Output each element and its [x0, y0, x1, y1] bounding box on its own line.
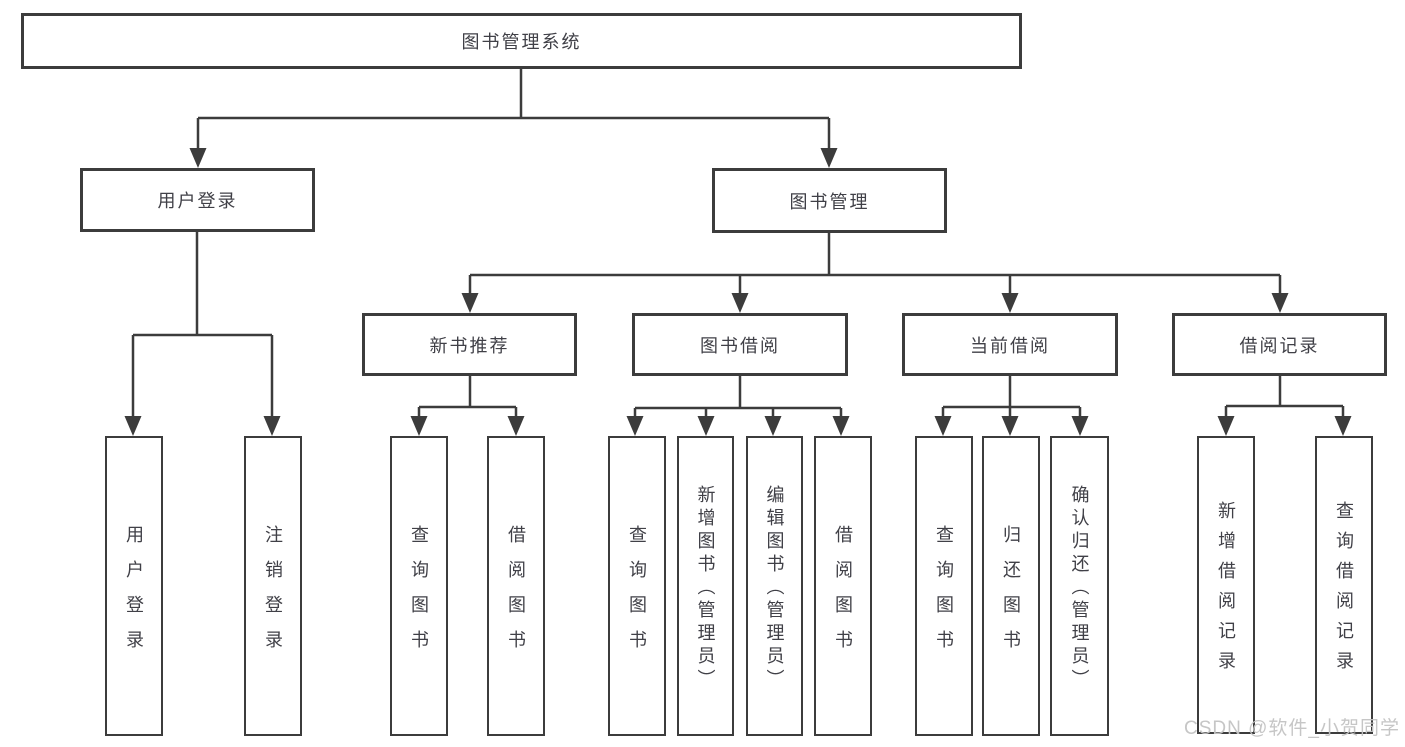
- node-label: 图书借阅: [700, 335, 780, 356]
- node-label: 借阅记录: [1239, 335, 1320, 356]
- node-records-add-record: 新增借阅记录: [1197, 436, 1255, 734]
- node-label: 确认归还（管理员）: [1069, 485, 1090, 692]
- node-borrowing-query-books: 查询图书: [608, 436, 666, 736]
- node-borrowing-edit-books-admin: 编辑图书（管理员）: [746, 436, 803, 736]
- node-label: 查询图书: [934, 524, 954, 665]
- node-logout: 注销登录: [244, 436, 302, 736]
- node-user-login: 用户登录: [80, 168, 315, 232]
- node-borrowing-add-books-admin: 新增图书（管理员）: [677, 436, 734, 736]
- node-label: 用户登录: [124, 524, 144, 665]
- node-borrowing-records: 借阅记录: [1172, 313, 1387, 376]
- node-label: 用户登录: [157, 191, 238, 211]
- node-label: 新增借阅记录: [1216, 501, 1236, 681]
- node-label: 图书管理: [789, 191, 870, 212]
- node-label: 查询图书: [409, 524, 429, 665]
- node-label: 查询借阅记录: [1334, 501, 1354, 681]
- node-label: 注销登录: [263, 524, 283, 665]
- node-current-query-books: 查询图书: [915, 436, 973, 736]
- node-library-management-system: 图书管理系统: [21, 13, 1022, 69]
- node-recommend-query-books: 查询图书: [390, 436, 448, 736]
- node-current-borrowing: 当前借阅: [902, 313, 1118, 376]
- node-label: 借阅图书: [833, 524, 853, 665]
- node-label: 借阅图书: [506, 524, 526, 665]
- node-new-book-recommend: 新书推荐: [362, 313, 577, 376]
- node-label: 当前借阅: [970, 335, 1050, 356]
- node-borrowing-borrow-books: 借阅图书: [814, 436, 872, 736]
- node-current-return-books: 归还图书: [982, 436, 1040, 736]
- csdn-watermark: CSDN @软件_小贺同学: [1184, 718, 1400, 739]
- node-current-confirm-return-admin: 确认归还（管理员）: [1050, 436, 1109, 736]
- node-recommend-borrow-books: 借阅图书: [487, 436, 545, 736]
- node-label: 编辑图书（管理员）: [764, 485, 785, 692]
- node-records-query-record: 查询借阅记录: [1315, 436, 1373, 734]
- node-label: 新书推荐: [429, 335, 510, 356]
- node-label: 新增图书（管理员）: [695, 485, 716, 692]
- node-label: 图书管理系统: [461, 32, 582, 52]
- node-book-borrowing: 图书借阅: [632, 313, 848, 376]
- node-label: 查询图书: [627, 524, 647, 665]
- connector-lines: [131, 69, 1345, 420]
- node-label: 归还图书: [1001, 524, 1021, 665]
- node-login: 用户登录: [105, 436, 163, 736]
- node-book-management: 图书管理: [712, 168, 947, 233]
